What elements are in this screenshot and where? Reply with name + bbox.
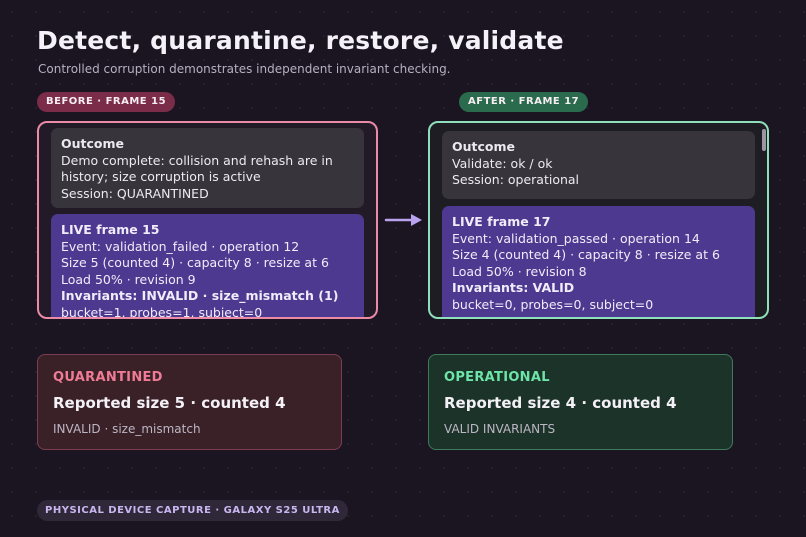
after-frame-badge: AFTER · FRAME 17 <box>459 92 589 112</box>
quarantined-status-card: QUARANTINED Reported size 5 · counted 4 … <box>37 354 342 450</box>
before-live-heading: LIVE frame 15 <box>61 222 160 237</box>
operational-detail: VALID INVARIANTS <box>444 422 556 436</box>
quarantined-label: QUARANTINED <box>53 370 163 385</box>
before-outcome-heading: Outcome <box>61 136 125 151</box>
operational-status-card: OPERATIONAL Reported size 4 · counted 4 … <box>428 354 733 450</box>
before-screen-frame: Outcome Demo complete: collision and reh… <box>37 121 378 319</box>
after-outcome-heading: Outcome <box>452 139 516 154</box>
after-live-frame-card: LIVE frame 17 Event: validation_passed ·… <box>442 206 755 317</box>
after-outcome-card: Outcome Validate: ok / ok Session: opera… <box>442 131 755 199</box>
before-session-status: Session: QUARANTINED <box>61 185 209 201</box>
quarantined-detail: INVALID · size_mismatch <box>53 422 201 436</box>
scrollbar-thumb[interactable] <box>762 129 766 151</box>
before-size: Size 5 (counted 4) · capacity 8 · resize… <box>61 255 329 270</box>
before-event: Event: validation_failed · operation 12 <box>61 238 300 254</box>
before-outcome-card: Outcome Demo complete: collision and reh… <box>51 128 364 208</box>
after-validate-result: Validate: ok / ok <box>452 155 553 171</box>
arrow-right-icon <box>384 214 422 226</box>
operational-label: OPERATIONAL <box>444 370 550 385</box>
after-invariants: Invariants: VALID <box>452 280 575 295</box>
before-invariants: Invariants: INVALID · size_mismatch (1) <box>61 288 339 303</box>
after-size: Size 4 (counted 4) · capacity 8 · resize… <box>452 247 720 262</box>
page-subtitle: Controlled corruption demonstrates indep… <box>38 62 451 76</box>
before-frame-badge: BEFORE · FRAME 15 <box>37 92 176 112</box>
after-load: Load 50% · revision 8 <box>452 263 587 279</box>
before-live-frame-card: LIVE frame 15 Event: validation_failed ·… <box>51 214 364 319</box>
device-capture-badge: PHYSICAL DEVICE CAPTURE · GALAXY S25 ULT… <box>37 500 348 521</box>
after-session-status: Session: operational <box>452 172 580 187</box>
after-live-heading: LIVE frame 17 <box>452 214 551 229</box>
operational-headline: Reported size 4 · counted 4 <box>444 394 677 412</box>
after-screen-frame: Outcome Validate: ok / ok Session: opera… <box>428 121 769 319</box>
after-event: Event: validation_passed · operation 14 <box>452 230 700 246</box>
quarantined-headline: Reported size 5 · counted 4 <box>53 394 286 412</box>
page-title: Detect, quarantine, restore, validate <box>37 26 564 55</box>
before-load: Load 50% · revision 9 <box>61 271 196 287</box>
before-outcome-line: Demo complete: collision and rehash are … <box>61 152 333 168</box>
before-subject: bucket=1, probes=1, subject=0 <box>61 304 263 319</box>
after-subject: bucket=0, probes=0, subject=0 <box>452 296 654 312</box>
before-outcome-line: history; size corruption is active <box>61 169 261 184</box>
